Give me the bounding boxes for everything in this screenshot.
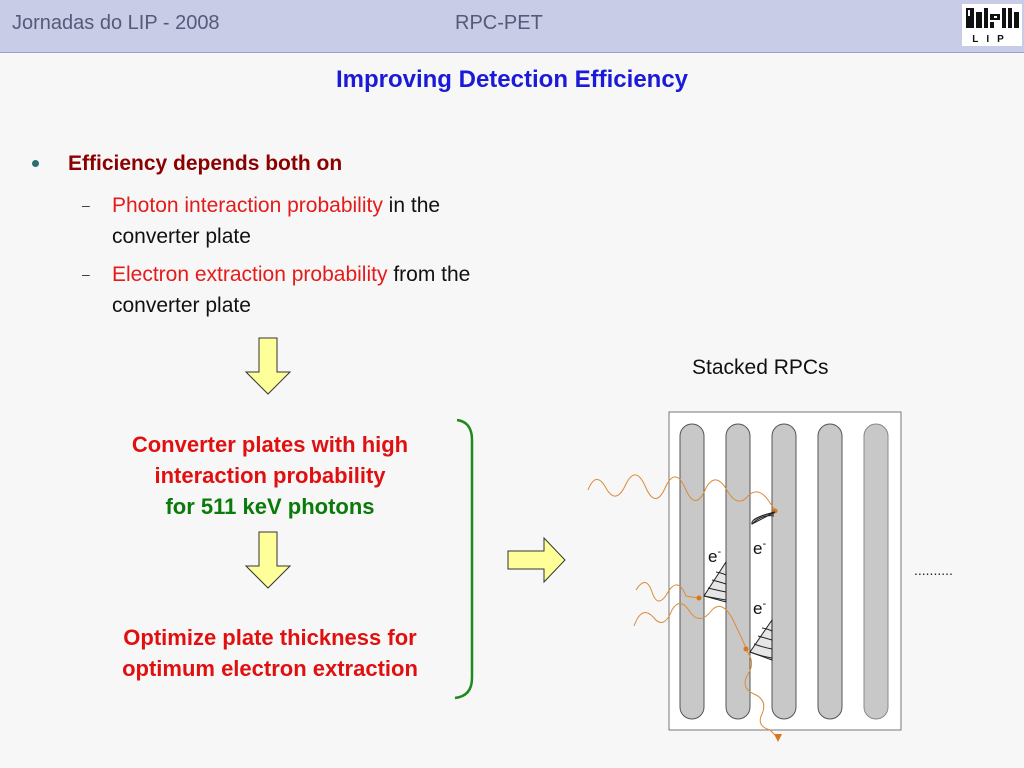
- electron-cone-icon: [703, 560, 727, 603]
- flow-step-1-line-2: interaction probability: [154, 463, 386, 488]
- flow-step-2-line-1: Optimize plate thickness for: [123, 625, 417, 650]
- dash-icon: –: [82, 266, 90, 282]
- slide-title: Improving Detection Efficiency: [335, 66, 689, 93]
- right-arrow-icon: [507, 536, 566, 584]
- rpc-plate: [771, 423, 797, 720]
- rpc-plate: [863, 423, 889, 720]
- electron-label: e-: [753, 598, 766, 618]
- rpc-plate: [817, 423, 843, 720]
- electron-cone-icon: [751, 511, 776, 525]
- interaction-point: [696, 595, 702, 601]
- sub-bullet-1-rest: in the converter plate: [112, 194, 441, 248]
- slide-header: Jornadas do LIP - 2008 RPC-PET LIP: [0, 0, 1024, 53]
- dash-icon: –: [82, 197, 90, 213]
- flow-step-2: Optimize plate thickness for optimum ele…: [80, 622, 460, 684]
- project-name: RPC-PET: [455, 12, 543, 34]
- conference-name: Jornadas do LIP - 2008: [12, 12, 220, 34]
- electron-label: e-: [753, 538, 766, 558]
- stacked-rpcs-label: Stacked RPCs: [692, 356, 829, 379]
- bullet-main-text: Efficiency depends both on: [68, 152, 343, 175]
- flow-step-2-line-2: optimum electron extraction: [122, 656, 418, 681]
- flow-step-1-line-3: for 511 keV photons: [165, 494, 375, 519]
- sub-bullet-1-highlight: Photon interaction probability: [112, 194, 383, 217]
- logo-text: LIP: [972, 34, 1012, 45]
- rpc-plate: [679, 423, 705, 720]
- photon-wave: [587, 474, 776, 511]
- electron-label: e-: [708, 546, 721, 566]
- electron-cone-icon: [749, 618, 773, 661]
- flow-step-1-line-1: Converter plates with high: [131, 432, 409, 457]
- sub-bullet-2-highlight: Electron extraction probability: [112, 263, 388, 286]
- bullet-dot-icon: [32, 160, 39, 167]
- down-arrow-icon: [244, 531, 292, 589]
- interaction-point: [743, 646, 749, 652]
- flow-step-1: Converter plates with high interaction p…: [80, 429, 460, 522]
- photon-arrowhead-icon: [774, 734, 782, 742]
- rpc-plate: [725, 423, 751, 720]
- ellipsis-text: ..........: [914, 562, 953, 578]
- photon-wave: [633, 603, 747, 649]
- lip-logo-icon: LIP: [962, 4, 1022, 46]
- sub-bullet-2-rest: from the converter plate: [112, 263, 471, 317]
- down-arrow-icon: [244, 337, 292, 395]
- photon-wave: [635, 582, 699, 602]
- photon-wave: [744, 649, 779, 739]
- bracket-icon: [454, 418, 474, 700]
